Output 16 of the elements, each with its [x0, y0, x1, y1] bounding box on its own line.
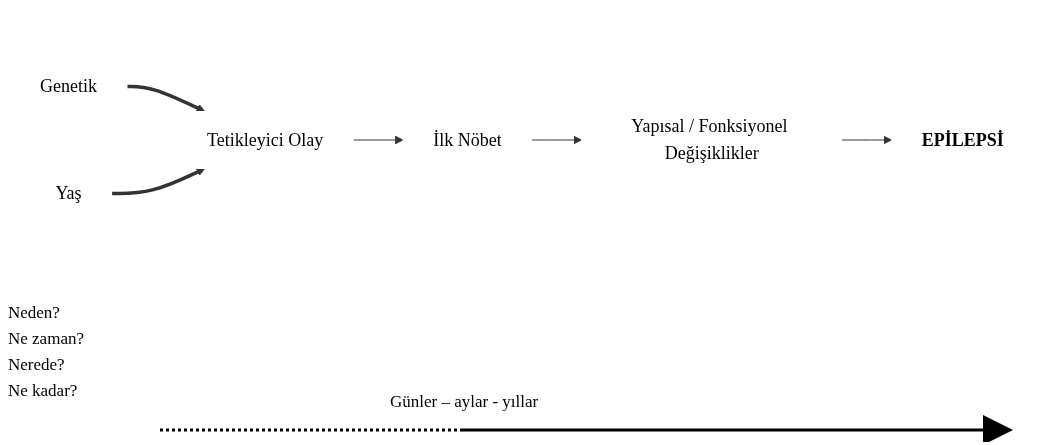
- arrow: [111, 167, 206, 196]
- node-text: Yaş: [55, 183, 82, 203]
- timeline-label: Günler – aylar - yıllar: [390, 392, 539, 412]
- question-text: Nerede?: [8, 354, 66, 376]
- arrow: [841, 135, 893, 145]
- arrow: [352, 135, 404, 145]
- node-text: EPİLEPSİ: [921, 129, 1004, 150]
- question-text: Neden?: [8, 302, 61, 324]
- node-text: Tetikleyici Olay: [207, 129, 324, 150]
- node-text: Genetik: [40, 76, 98, 96]
- question-text: Ne zaman?: [8, 328, 84, 350]
- node-text: İlk Nöbet: [433, 129, 502, 150]
- question-text: Ne kadar?: [8, 380, 79, 402]
- arrow: [531, 135, 583, 145]
- node-text: Yapısal / Fonksiyonel Değişiklikler: [631, 116, 788, 163]
- arrow: [127, 84, 206, 113]
